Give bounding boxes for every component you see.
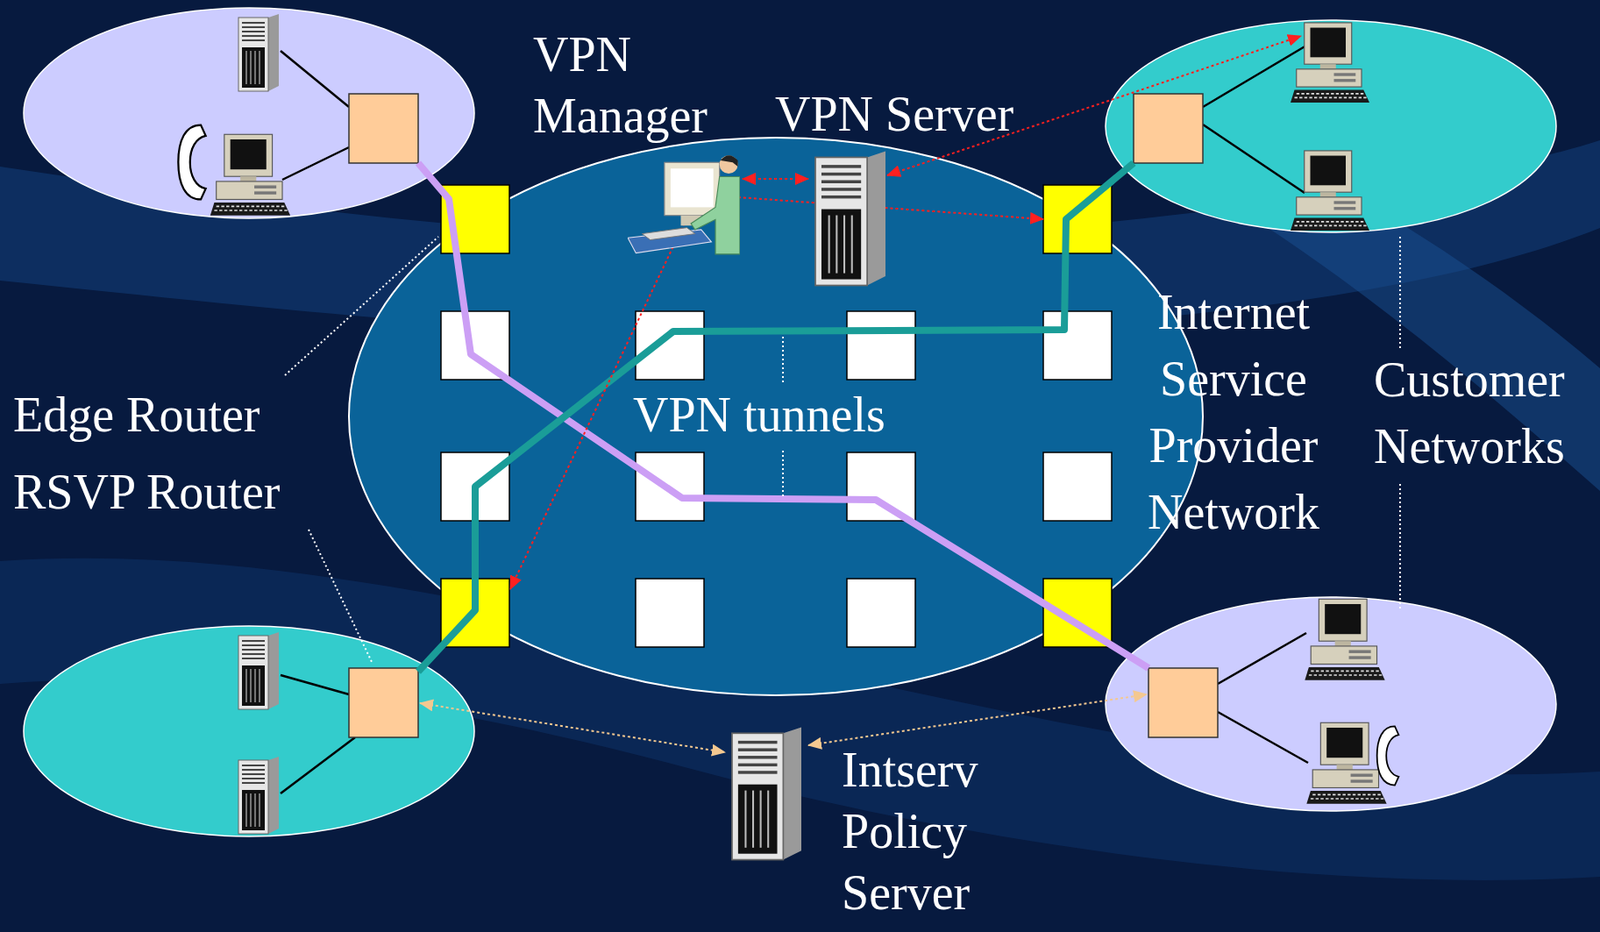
- router-label: RSVP Router: [13, 461, 280, 523]
- router-grid: [440, 184, 1112, 648]
- server-icon: [726, 724, 807, 863]
- customer-network: [23, 7, 475, 219]
- control-arrow: [510, 194, 698, 590]
- vpn-manager: VPN Manager: [627, 148, 740, 256]
- manager-figure: [627, 148, 740, 256]
- policy-arrow: [808, 694, 1147, 746]
- customer-network: [1105, 20, 1557, 233]
- control-arrow: [742, 177, 809, 180]
- vpn-tunnel: [418, 163, 1134, 672]
- policy-server: Intserv Policy Server: [726, 724, 807, 863]
- tunnel-label: VPN tunnels: [632, 384, 886, 446]
- customer-network: [1105, 597, 1557, 811]
- router-label: Edge Router: [13, 384, 260, 446]
- vpn-server: VPN Server: [810, 148, 890, 289]
- control-arrow: [887, 35, 1302, 176]
- node-text: VPN Manager: [533, 23, 708, 147]
- leader-line: [284, 236, 1401, 664]
- customer-network: [23, 625, 475, 837]
- control-arrow: [701, 194, 1044, 220]
- server-icon: [810, 148, 890, 289]
- policy-arrow: [419, 703, 726, 753]
- node-text: VPN Server: [775, 83, 1014, 145]
- node-text: Internet Service Provider Network: [1147, 278, 1320, 546]
- network-label: Customer Networks: [1373, 346, 1565, 480]
- node-text: Intserv Policy Server: [841, 739, 979, 924]
- vpn-tunnel: [418, 163, 1149, 669]
